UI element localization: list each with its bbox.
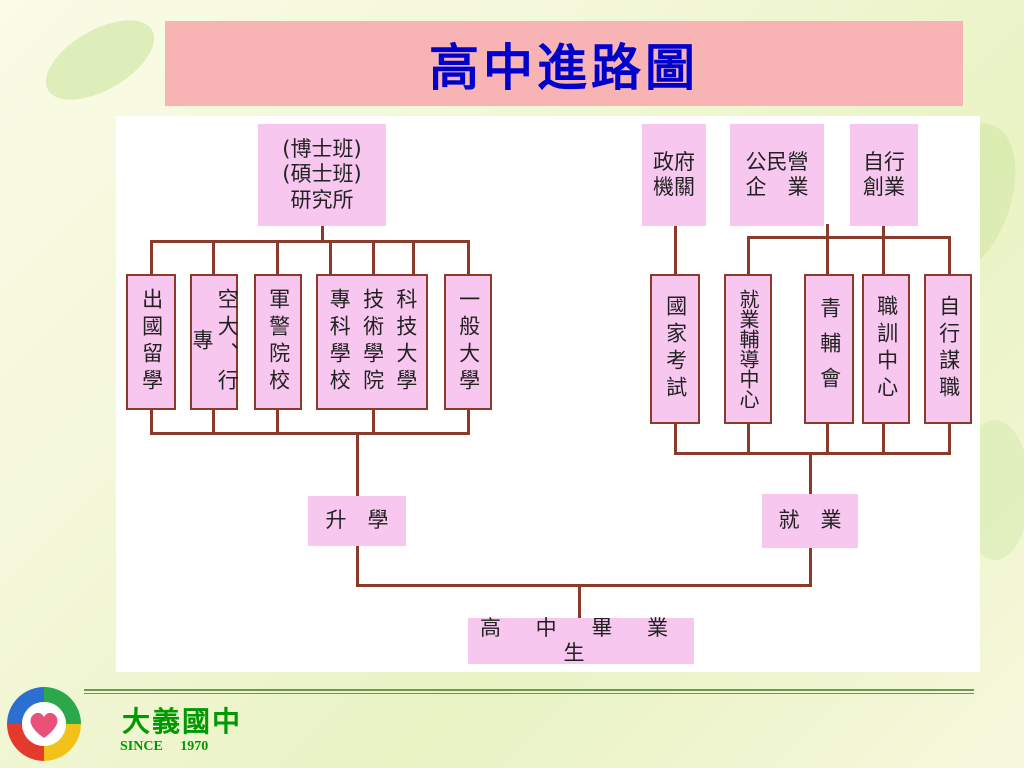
connector — [372, 240, 375, 276]
page-title: 高中進路圖 — [429, 37, 699, 97]
connector — [747, 424, 750, 454]
school-name: 大義國中 — [122, 705, 243, 738]
self-employment-box: 自行 創業 — [850, 124, 918, 226]
junior-college-label: 專科學校 — [327, 288, 352, 396]
connector — [826, 236, 829, 276]
connector — [329, 240, 332, 276]
title-bar: 高中進路圖 — [165, 21, 963, 106]
connector — [321, 224, 324, 242]
connector — [356, 432, 359, 496]
connector — [467, 410, 470, 434]
since-label: SINCE 1970 — [120, 739, 209, 754]
institute-of-technology-label: 技術學院 — [360, 288, 385, 396]
vocational-colleges-box: 專科學校 技術學院 科技大學 — [316, 274, 428, 410]
military-police-academy-box: 軍警院校 — [254, 274, 302, 410]
connector — [674, 452, 951, 455]
university-of-technology-label: 科技大學 — [393, 288, 418, 396]
public-private-enterprise-box: 公民營 企 業 — [730, 124, 824, 226]
connector — [372, 410, 375, 434]
open-university-box: 空大、行專 — [190, 274, 239, 410]
connector — [276, 240, 279, 276]
connector — [882, 224, 885, 238]
graduate-school-box: (博士班) (碩士班) 研究所 — [258, 124, 386, 226]
connector — [412, 240, 415, 276]
connector — [809, 452, 812, 494]
connector — [150, 432, 470, 435]
high-school-graduate-box: 高 中 畢 業 生 — [468, 616, 694, 665]
work-branch-box: 就 業 — [762, 494, 858, 548]
connector — [809, 548, 812, 586]
connector — [826, 224, 829, 238]
connector — [212, 240, 215, 276]
footer-divider — [84, 693, 974, 694]
connector — [882, 236, 885, 276]
general-university-box: 一般大學 — [444, 274, 492, 410]
self-job-seeking-box: 自行謀職 — [924, 274, 972, 424]
connector — [882, 424, 885, 454]
connector — [674, 424, 677, 454]
connector — [467, 240, 470, 276]
employment-service-center-box: 就業輔導中心 — [724, 274, 772, 424]
government-agency-box: 政府 機關 — [642, 124, 706, 226]
connector — [212, 410, 215, 434]
connector — [747, 236, 750, 276]
study-branch-box: 升 學 — [308, 496, 406, 546]
connector — [747, 236, 951, 239]
connector — [674, 224, 677, 276]
vocational-training-center-box: 職訓中心 — [862, 274, 910, 424]
connector — [276, 410, 279, 434]
connector — [948, 424, 951, 454]
connector — [578, 584, 581, 618]
study-abroad-box: 出國留學 — [126, 274, 176, 410]
school-logo-icon — [7, 687, 81, 761]
connector — [150, 410, 153, 434]
connector — [150, 240, 153, 276]
background-leaf — [33, 4, 167, 116]
connector — [948, 236, 951, 276]
connector — [150, 240, 470, 243]
footer-divider — [84, 689, 974, 691]
connector — [826, 424, 829, 454]
connector — [356, 584, 812, 587]
career-path-diagram: (博士班) (碩士班) 研究所 出國留學 空大、行專 軍警院校 專科學校 技術學… — [116, 116, 980, 672]
youth-development-box: 青輔會 — [804, 274, 854, 424]
connector — [356, 546, 359, 586]
national-exam-box: 國家考試 — [650, 274, 700, 424]
